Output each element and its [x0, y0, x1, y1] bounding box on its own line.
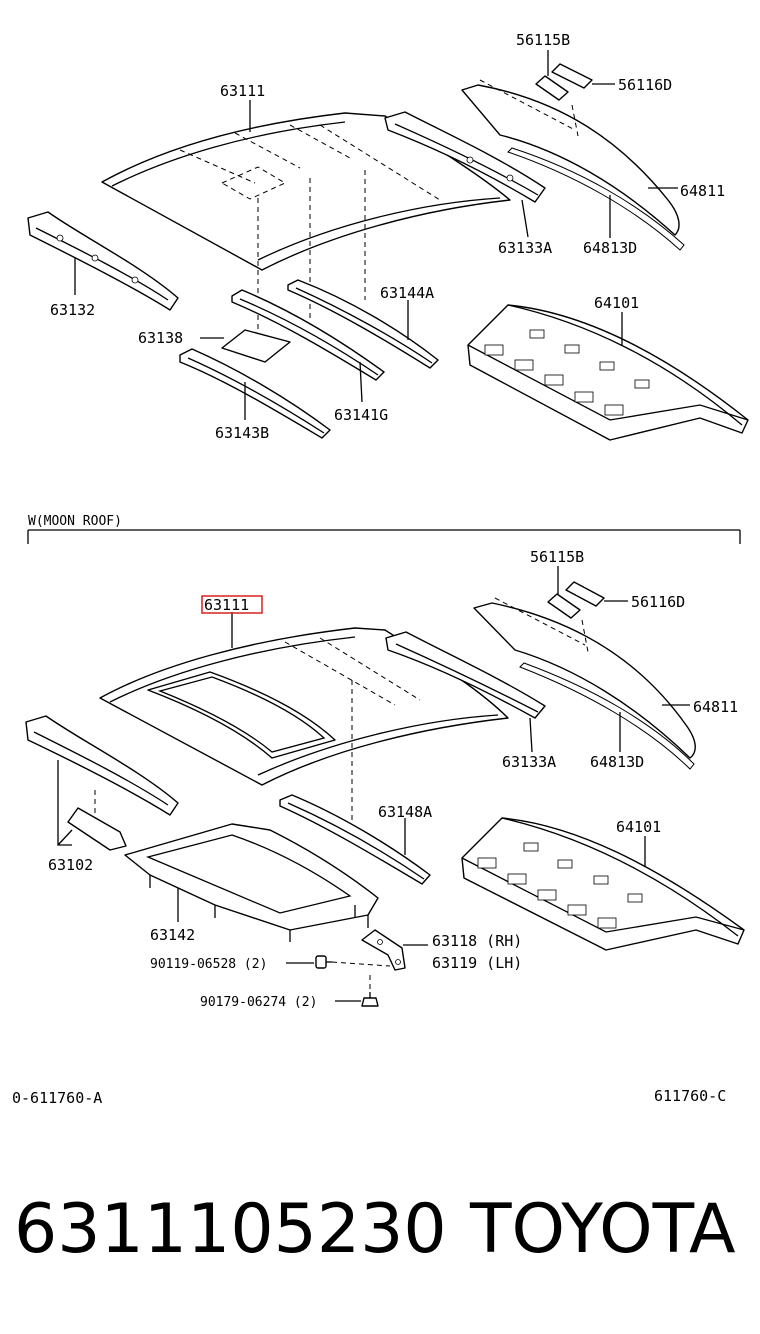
bow-center-top: [287, 279, 439, 369]
package-tray-top: [467, 304, 749, 441]
label-bolt: 90119-06528 (2): [150, 957, 267, 972]
front-rail-top: [27, 211, 179, 311]
label-bracket-rh: 63118 (RH): [432, 932, 522, 950]
back-glass-top: [461, 79, 680, 236]
rear-rail-top: [384, 111, 546, 203]
label-nut: 90179-06274 (2): [200, 995, 317, 1010]
label-roof-top: 63111: [220, 82, 265, 100]
label-bracket-lh: 63119 (LH): [432, 954, 522, 972]
label-bow-center-top: 63144A: [380, 284, 434, 302]
label-back-glass-moonroof: 64811: [693, 698, 738, 716]
label-rail-rear-moonroof: 63133A: [502, 753, 556, 771]
label-rail-front-top: 63132: [50, 301, 95, 319]
nut-moonroof: [361, 992, 379, 1007]
sunroof-frame: [124, 823, 379, 942]
clip-56115-top: [535, 75, 569, 101]
label-pad-top: 63138: [138, 329, 183, 347]
label-sunroof-frame: 63142: [150, 926, 195, 944]
figure-code-right: 611760-C: [654, 1087, 726, 1105]
clip-56116-moonroof: [565, 581, 605, 607]
label-bow-moonroof: 63148A: [378, 803, 432, 821]
label-clip-56116-moonroof: 56116D: [631, 593, 685, 611]
bow-mid-top: [231, 289, 385, 381]
label-rail-rear-top: 63133A: [498, 239, 552, 257]
glass-seal-top: [507, 147, 685, 251]
brand-name: TOYOTA: [470, 1190, 736, 1269]
package-tray-moonroof: [461, 817, 745, 951]
clip-56115-moonroof: [547, 593, 581, 619]
highlight-box-roof-moonroof: [201, 595, 263, 614]
top-assembly: 63111 63132 63133A 63144A: [27, 31, 749, 442]
back-glass-moonroof: [473, 597, 696, 759]
label-bow-mid-top: 63141G: [334, 406, 388, 424]
moonroof-section-bracket: [27, 529, 741, 544]
pad-top: [221, 329, 291, 363]
front-rail-moonroof: [25, 715, 179, 851]
label-back-glass-top: 64811: [680, 182, 725, 200]
label-clip-56115-moonroof: 56115B: [530, 548, 584, 566]
label-glass-seal-top: 64813D: [583, 239, 637, 257]
bolt-moonroof: [315, 955, 332, 969]
roof-panel-top: [101, 112, 511, 340]
bottom-assembly: 63111 63102 63133A 63148A: [25, 548, 745, 1010]
clip-56116-top: [551, 63, 593, 89]
label-clip-56116-top: 56116D: [618, 76, 672, 94]
bow-moonroof: [279, 794, 431, 885]
part-number: 6311105230: [14, 1190, 447, 1269]
section-title-moonroof: W(MOON ROOF): [28, 514, 122, 529]
figure-code-left: 0-611760-A: [12, 1089, 102, 1107]
label-roof-moonroof: 63111: [204, 596, 249, 614]
rear-rail-moonroof: [385, 631, 546, 719]
label-clip-56115-top: 56115B: [516, 31, 570, 49]
label-bow-front-top: 63143B: [215, 424, 269, 442]
label-package-tray-moonroof: 64101: [616, 818, 661, 836]
bracket-moonroof: [361, 929, 406, 971]
label-package-tray-top: 64101: [594, 294, 639, 312]
label-rail-front-moonroof: 63102: [48, 856, 93, 874]
label-glass-seal-moonroof: 64813D: [590, 753, 644, 771]
bow-front-top: [179, 348, 331, 439]
glass-seal-moonroof: [519, 662, 695, 770]
